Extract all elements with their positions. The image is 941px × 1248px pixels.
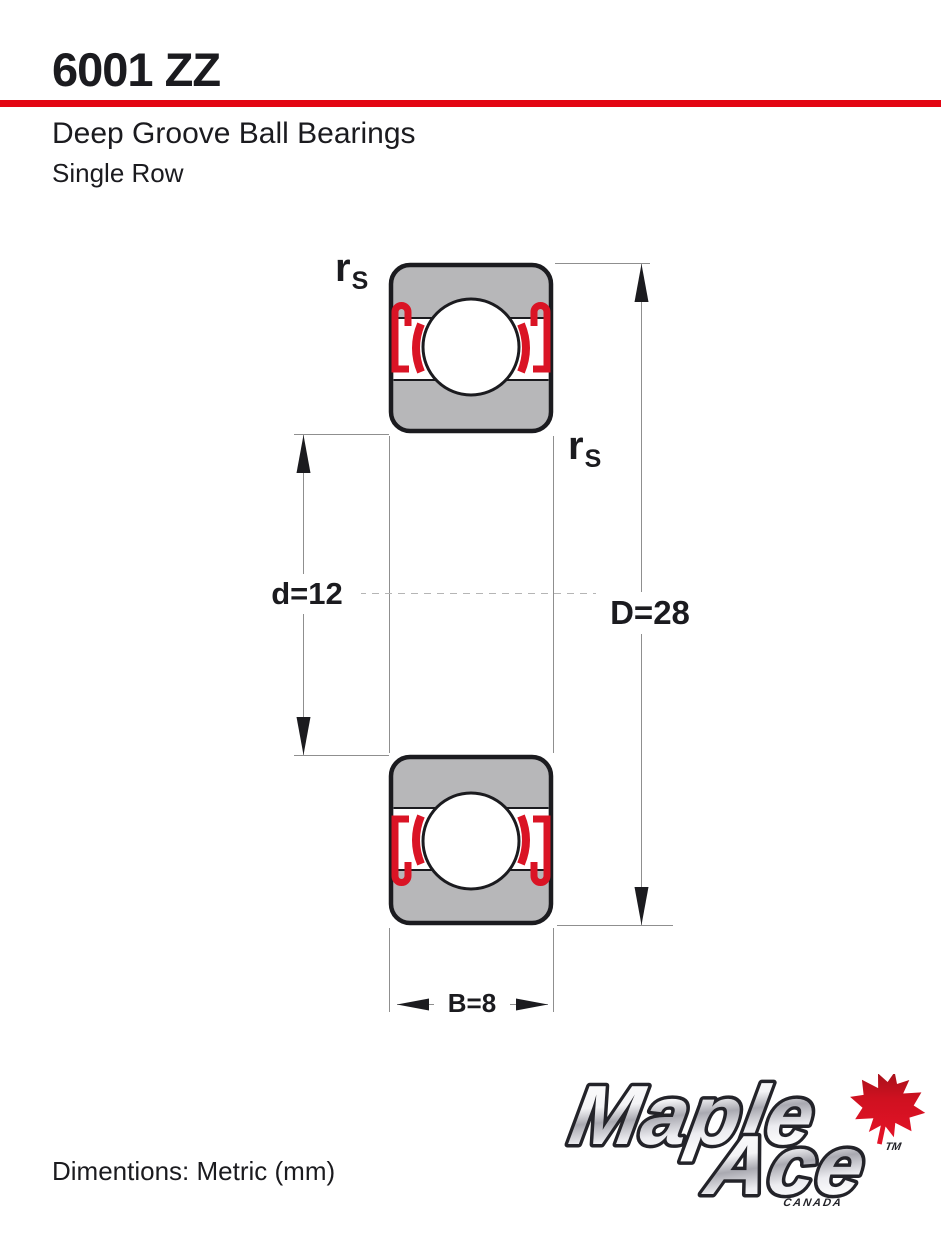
product-line-title: Deep Groove Ball Bearings: [52, 117, 416, 150]
zz-shield-right: [530, 815, 551, 886]
arrow-up-d: [296, 435, 311, 473]
bearing-ball: [421, 297, 521, 397]
maple-leaf-icon: [850, 1074, 926, 1145]
arrow-up-D: [634, 264, 649, 302]
bearing-cross-section-top: [388, 262, 554, 434]
red-divider: [0, 100, 941, 107]
outer-diameter-label: D=28: [596, 592, 704, 634]
arrow-left-B: [397, 998, 429, 1011]
width-label: B=8: [434, 986, 510, 1021]
brand-logo: Maple Ace TM CANADA: [560, 1074, 926, 1215]
arrow-right-B: [516, 998, 548, 1011]
row-type-subtitle: Single Row: [52, 158, 184, 188]
surface-radius-label-right: rS: [566, 424, 603, 473]
bore-diameter-label: d=12: [253, 574, 361, 614]
zz-shield-right: [530, 302, 551, 373]
bearing-ball: [421, 791, 521, 891]
surface-radius-label-top: rS: [333, 246, 370, 295]
page-title: 6001 ZZ: [52, 43, 221, 96]
raceway-right: [517, 322, 530, 374]
raceway-right: [517, 814, 530, 866]
raceway-left: [412, 322, 425, 374]
arrow-down-D: [634, 887, 649, 925]
logo-trademark: TM: [884, 1141, 903, 1153]
logo-country: CANADA: [782, 1197, 844, 1209]
logo-word-maple: Maple: [564, 1074, 824, 1162]
zz-shield-left: [391, 302, 412, 373]
dimensions-note: Dimentions: Metric (mm): [52, 1156, 336, 1186]
arrow-down-d: [296, 717, 311, 755]
logo-word-ace: Ace: [698, 1118, 874, 1212]
zz-shield-left: [391, 815, 412, 886]
raceway-left: [412, 814, 425, 866]
bearing-cross-section-bottom: [388, 754, 554, 926]
